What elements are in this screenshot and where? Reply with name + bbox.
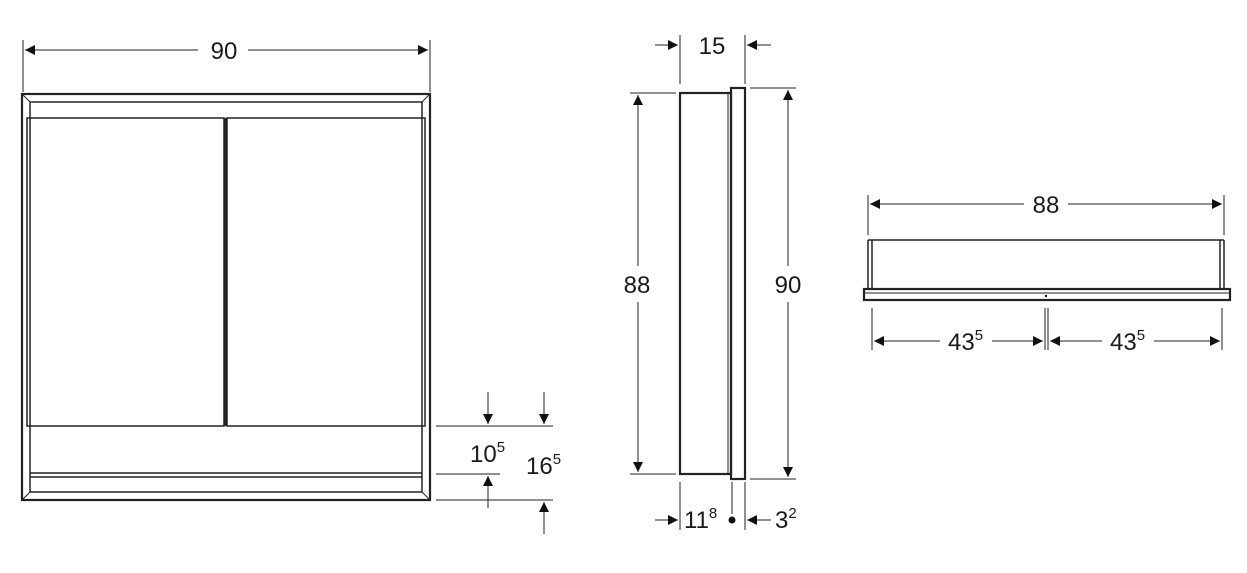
dim-10-5: 105 xyxy=(470,439,505,468)
side-depth-dimension: 15 xyxy=(655,33,771,84)
side-view: 15 88 90 xyxy=(624,33,802,534)
side-bottom-dimensions: 118 32 xyxy=(655,482,797,534)
side-depth-label: 15 xyxy=(699,33,726,60)
front-width-dimension: 90 xyxy=(22,38,431,92)
front-panel-top xyxy=(862,287,1232,302)
dim-3-2: 32 xyxy=(775,505,797,534)
top-width-dimension: 88 xyxy=(867,192,1225,235)
cabinet-body-side xyxy=(678,91,733,476)
side-body-height-label: 88 xyxy=(624,272,651,299)
dim-43-5-right: 435 xyxy=(1110,327,1145,356)
top-view: 88 435 435 xyxy=(862,192,1232,356)
side-body-height-dimension: 88 xyxy=(624,92,676,475)
dim-11-8: 118 xyxy=(684,505,717,534)
side-total-height-label: 90 xyxy=(775,272,802,299)
right-door xyxy=(226,117,426,427)
front-width-label: 90 xyxy=(211,38,238,65)
side-total-height-dimension: 90 xyxy=(750,87,802,480)
dim-43-5-left: 435 xyxy=(948,327,983,356)
left-door xyxy=(26,117,225,427)
top-width-label: 88 xyxy=(1033,192,1060,219)
front-lower-dimensions: 105 165 xyxy=(436,392,561,534)
front-panel-side xyxy=(729,86,747,481)
front-view: 90 105 xyxy=(20,38,561,534)
top-half-dimensions: 435 435 xyxy=(871,308,1223,356)
dim-16-5: 165 xyxy=(526,451,561,480)
cabinet-outer-frame xyxy=(20,92,432,502)
